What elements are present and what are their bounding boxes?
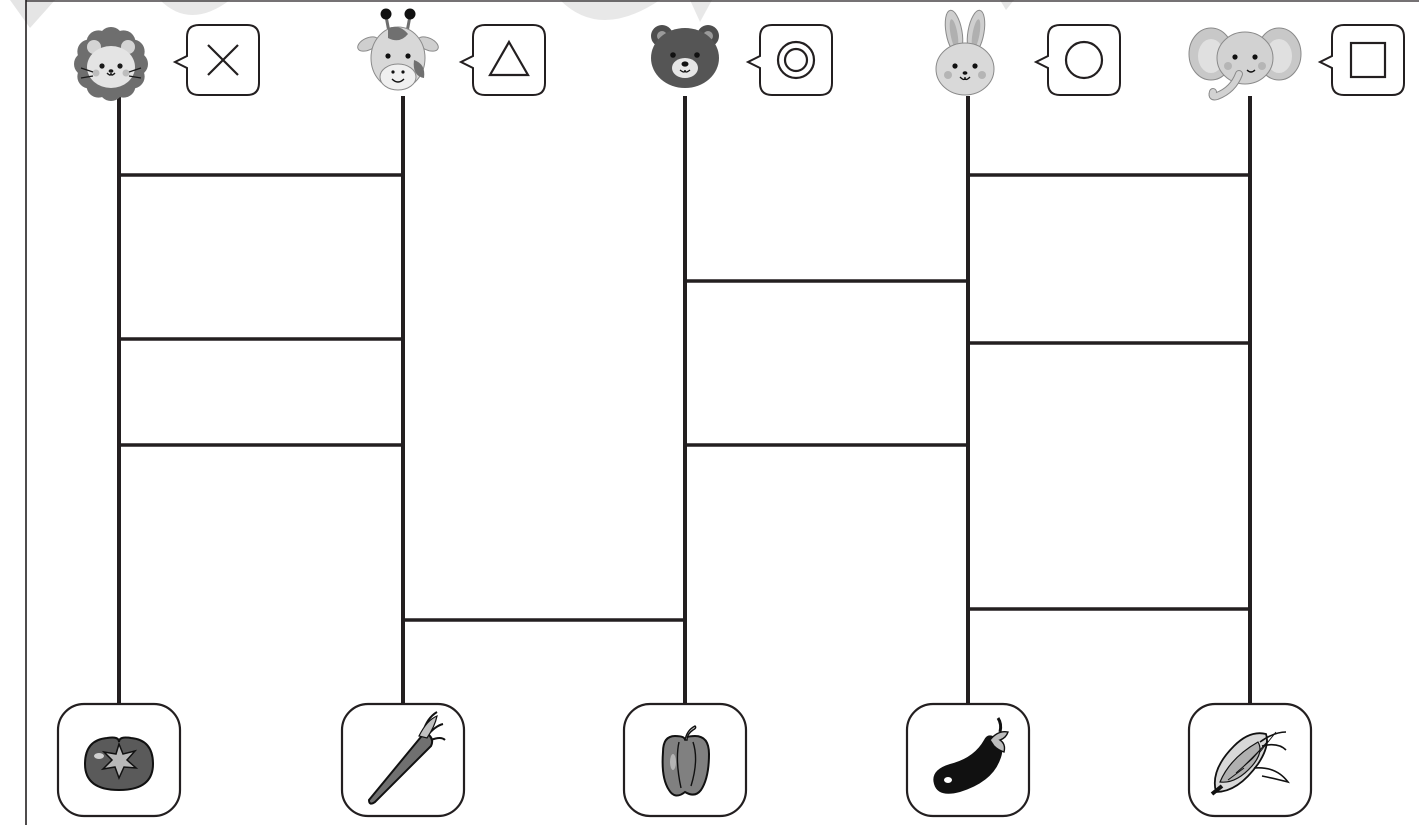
triangle-symbol-icon [488,39,530,77]
bell-pepper-icon [661,725,711,797]
cross-symbol-icon [207,44,239,76]
speech-bubble-square [1317,24,1405,96]
double-circle-symbol-icon [776,40,816,80]
speech-bubble-double-circle [745,24,833,96]
speech-bubble-cross [172,24,260,96]
carrot-icon [367,711,446,805]
speech-bubble-triangle [458,24,546,96]
giraffe-face-icon [357,8,439,91]
speech-bubble-circle [1033,24,1121,96]
ladder [117,96,1252,705]
circle-symbol-icon [1064,40,1104,80]
bear-face-icon [651,25,719,88]
animal-row [74,8,1405,101]
square-symbol-icon [1349,41,1387,79]
vegetable-card-carrot [340,702,466,818]
lion-face-icon [74,27,148,101]
vegetable-card-corn [1187,702,1313,818]
vegetable-row [56,702,1313,818]
corn-icon [1210,731,1290,796]
watermark [10,0,1014,28]
rabbit-face-icon [935,9,995,96]
vegetable-card-tomato [56,702,182,818]
eggplant-icon [933,717,1009,794]
elephant-face-icon [1188,27,1302,101]
vegetable-card-bell-pepper [622,702,748,818]
tomato-icon [83,736,155,792]
vegetable-card-eggplant [905,702,1031,818]
